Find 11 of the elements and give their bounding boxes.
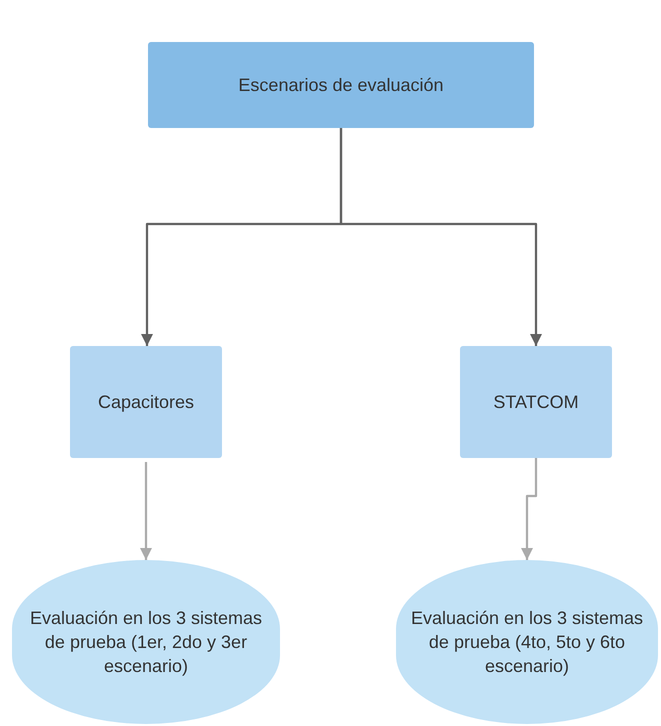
arrow (340, 128, 542, 346)
node-label: Escenarios de evaluación (238, 74, 444, 97)
process-box (460, 346, 612, 458)
arrow (140, 462, 152, 560)
node-label: STATCOM (493, 390, 579, 414)
node-label: Evaluación en los 3 sistemas de prueba (4to, 5to y 6to escenario) (410, 606, 644, 678)
process-box (70, 346, 222, 458)
arrow (521, 458, 538, 560)
node-label: Evaluación en los 3 sistemas de prueba (1er, 2do y 3er escenario) (28, 606, 264, 678)
node-label: Capacitores (98, 390, 194, 414)
process-box (148, 42, 534, 128)
